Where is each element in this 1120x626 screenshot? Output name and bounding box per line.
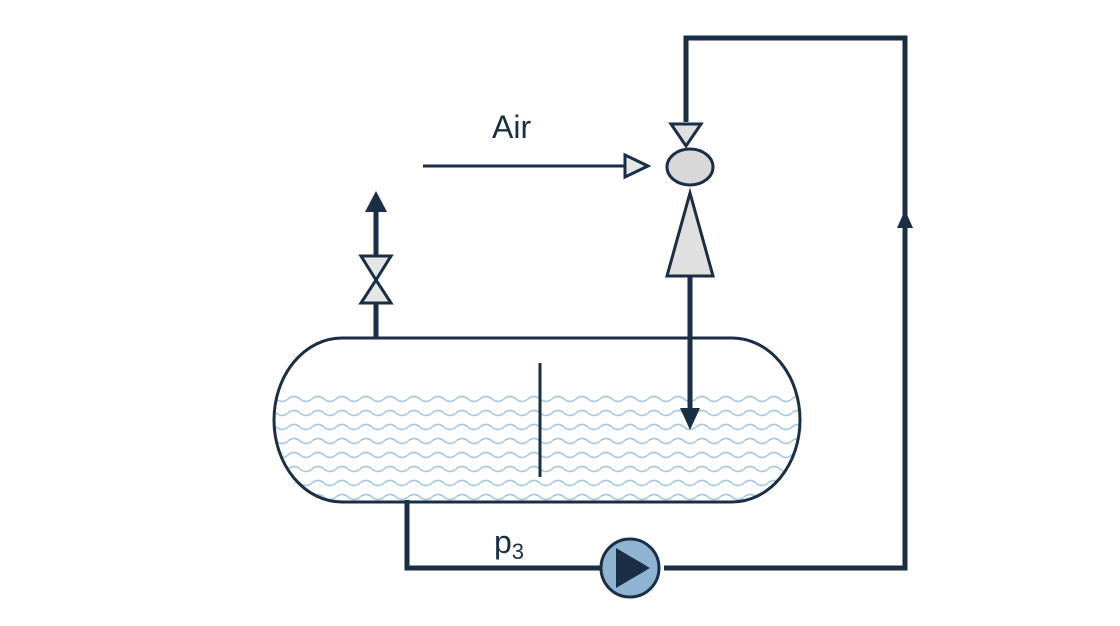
air-arrow — [623, 152, 652, 180]
flow-arrow — [897, 210, 913, 228]
tank-shell — [272, 336, 802, 504]
vent-valve — [358, 254, 394, 305]
recirculation-line — [404, 35, 913, 571]
pump-label-symbol: p — [494, 524, 512, 560]
mixing-chamber — [665, 147, 715, 187]
circulation-pump: p3 — [494, 524, 661, 599]
nozzle-inlet — [668, 122, 704, 149]
pump-label: p3 — [494, 524, 524, 564]
vent-line — [358, 191, 394, 338]
liquid-level — [274, 392, 800, 502]
diffuser — [665, 187, 715, 278]
pump-label-subscript: 3 — [512, 539, 524, 564]
discharge-arrow — [680, 408, 700, 430]
vent-arrow — [365, 191, 387, 212]
separator-tank — [272, 336, 802, 504]
air-label: Air — [492, 109, 531, 145]
air-inlet: Air — [423, 109, 652, 180]
ejector — [665, 122, 715, 430]
